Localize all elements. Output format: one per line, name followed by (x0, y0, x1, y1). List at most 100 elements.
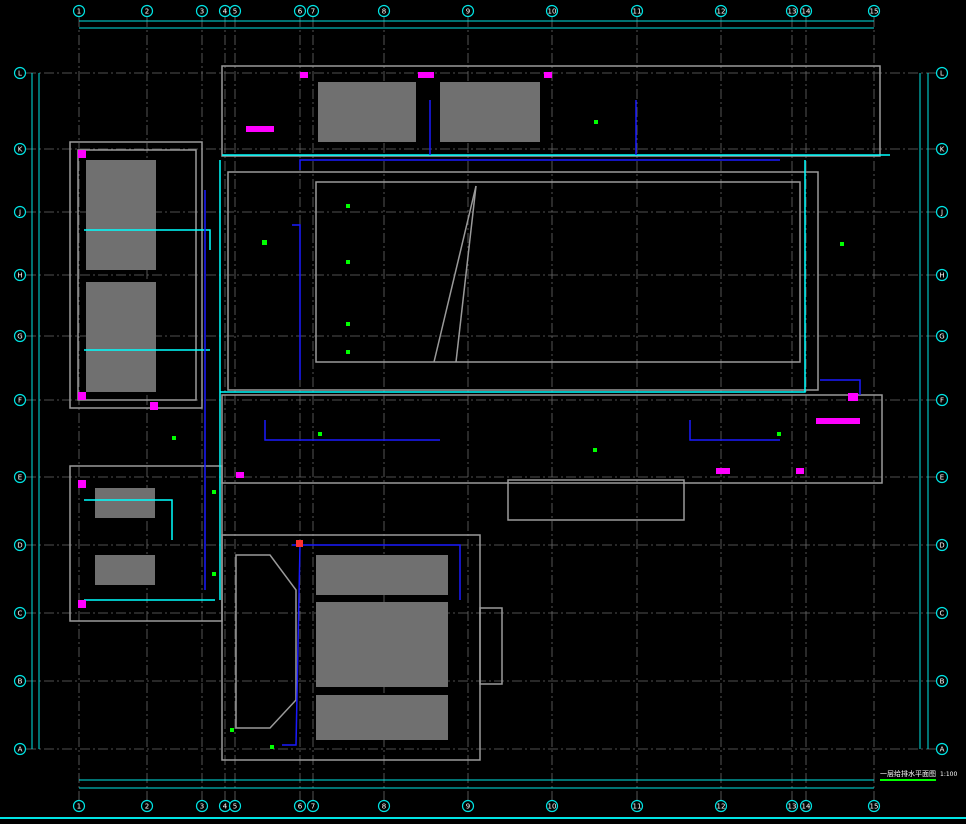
row-axis-bubble: J (935, 205, 949, 219)
axis-label: K (940, 146, 945, 154)
axis-label: J (18, 209, 21, 217)
column-axis-bubble: 13 (785, 799, 799, 813)
row-axis-bubbles-right: L K J H G F E D C B A (935, 66, 949, 756)
axis-label: D (939, 542, 944, 550)
axis-label: 13 (788, 803, 797, 811)
row-axis-bubble: A (935, 742, 949, 756)
axis-label: 7 (311, 8, 315, 16)
axis-label: 13 (788, 8, 797, 16)
axis-label: L (940, 70, 944, 78)
axis-label: 9 (466, 8, 470, 16)
axis-label: K (18, 146, 23, 154)
column-axis-bubble: 11 (630, 799, 644, 813)
drawing-title: 一层给排水平面图 (880, 770, 936, 781)
axis-label: 12 (717, 803, 726, 811)
drawing-scale: 1:100 (940, 771, 958, 778)
axis-label: B (18, 678, 23, 686)
row-axis-bubble: L (13, 66, 27, 80)
water-pipes (84, 100, 890, 746)
axis-label: J (940, 209, 943, 217)
row-axis-bubble: F (935, 393, 949, 407)
axis-label: C (18, 610, 23, 618)
axis-label: 15 (870, 8, 879, 16)
column-axis-bubble: 2 (140, 4, 154, 18)
axis-label: 4 (223, 803, 228, 811)
plumbing-fixtures (78, 72, 860, 749)
column-axis-bubble: 6 (293, 799, 307, 813)
column-axis-bubble: 11 (630, 4, 644, 18)
column-axis-bubble: 12 (714, 4, 728, 18)
axis-label: 14 (802, 8, 811, 16)
axis-label: 2 (145, 8, 149, 16)
axis-label: E (940, 474, 944, 482)
column-axis-bubble: 5 (228, 4, 242, 18)
row-axis-bubble: C (13, 606, 27, 620)
row-axis-bubble: B (935, 674, 949, 688)
row-axis-bubble: C (935, 606, 949, 620)
column-axis-bubble: 3 (195, 4, 209, 18)
axis-label: 12 (717, 8, 726, 16)
axis-label: 14 (802, 803, 811, 811)
axis-label: G (17, 333, 22, 341)
column-axis-bubble: 7 (306, 4, 320, 18)
axis-label: 10 (548, 803, 557, 811)
column-axis-bubble: 14 (799, 4, 813, 18)
column-axis-bubble: 1 (72, 4, 86, 18)
seating-rows (86, 82, 540, 740)
column-axis-bubble: 8 (377, 799, 391, 813)
axis-label: 3 (200, 8, 204, 16)
column-axis-bubble: 9 (461, 4, 475, 18)
axis-label: G (939, 333, 944, 341)
axis-label: F (940, 397, 944, 405)
axis-label: 6 (298, 803, 303, 811)
row-axis-bubble: K (935, 142, 949, 156)
row-axis-bubble: A (13, 742, 27, 756)
row-axis-bubble: B (13, 674, 27, 688)
axis-label: L (18, 70, 22, 78)
axis-label: 6 (298, 8, 303, 16)
axis-label: 7 (311, 803, 315, 811)
dimension-lines (0, 20, 966, 819)
column-axis-bubble: 13 (785, 4, 799, 18)
axis-label: 5 (233, 803, 237, 811)
axis-label: C (940, 610, 945, 618)
axis-label: 11 (633, 8, 642, 16)
column-axis-bubble: 4 (218, 799, 232, 813)
row-axis-bubble: G (935, 329, 949, 343)
drawing-title-block: 一层给排水平面图 1:100 (880, 769, 958, 781)
row-axis-bubble: J (13, 205, 27, 219)
column-axis-bubble: 6 (293, 4, 307, 18)
column-axis-bubble: 1 (72, 799, 86, 813)
axis-label: 4 (223, 8, 228, 16)
column-axis-bubble: 14 (799, 799, 813, 813)
axis-label: A (940, 746, 945, 754)
column-axis-bubble: 10 (545, 799, 559, 813)
column-axis-bubble: 15 (867, 799, 881, 813)
row-axis-bubble: H (13, 268, 27, 282)
column-axis-bubble: 4 (218, 4, 232, 18)
column-axis-bubble: 7 (306, 799, 320, 813)
axis-label: 1 (77, 803, 81, 811)
axis-label: 9 (466, 803, 470, 811)
column-axis-bubble: 12 (714, 799, 728, 813)
axis-label: H (939, 272, 944, 280)
row-axis-bubble: D (935, 538, 949, 552)
axis-label: 2 (145, 803, 149, 811)
axis-label: 5 (233, 8, 237, 16)
column-axis-bubble: 3 (195, 799, 209, 813)
row-axis-bubble: K (13, 142, 27, 156)
column-axis-bubble: 5 (228, 799, 242, 813)
building-walls (69, 65, 883, 761)
axis-label: 11 (633, 803, 642, 811)
axis-label: B (940, 678, 945, 686)
column-axis-bubble: 15 (867, 4, 881, 18)
column-axis-bubble: 2 (140, 799, 154, 813)
column-axis-bubble: 10 (545, 4, 559, 18)
axis-label: 15 (870, 803, 879, 811)
row-axis-bubble: F (13, 393, 27, 407)
axis-label: 8 (382, 8, 386, 16)
axis-label: D (17, 542, 22, 550)
